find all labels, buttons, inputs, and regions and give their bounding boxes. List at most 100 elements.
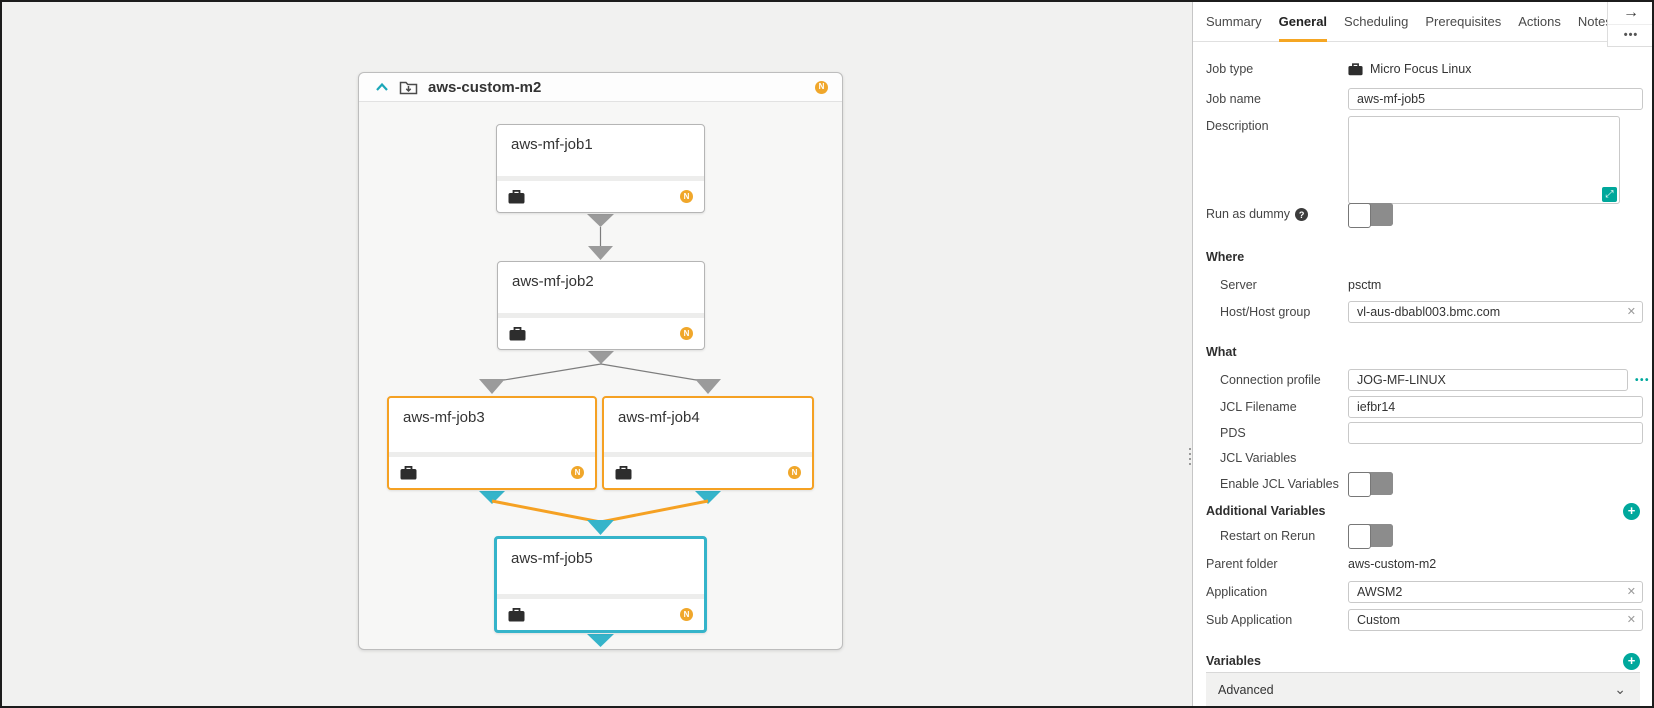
description-textarea[interactable] <box>1348 116 1620 204</box>
advanced-section-toggle[interactable]: Advanced ⌄ <box>1206 672 1640 706</box>
job-node-aws-mf-job5-selected[interactable]: aws-mf-job5 N <box>494 536 707 633</box>
tab-summary[interactable]: Summary <box>1206 14 1262 29</box>
folder-title: aws-custom-m2 <box>428 78 542 96</box>
tab-notes[interactable]: Notes <box>1577 14 1612 29</box>
arrowhead-job5 <box>587 520 614 535</box>
job-divider <box>498 313 704 318</box>
panel-tabbar: Summary General Scheduling Prerequisites… <box>1193 2 1652 47</box>
tab-actions[interactable]: Actions <box>1518 14 1561 29</box>
out-connector-job3 <box>479 491 505 504</box>
status-badge-n-icon: N <box>571 466 584 479</box>
folder-body: aws-mf-job1 N aws-mf-job2 <box>359 102 842 650</box>
job-name-label: aws-mf-job5 <box>511 550 593 567</box>
jcl-filename-label: JCL Filename <box>1220 400 1297 414</box>
server-value: psctm <box>1348 277 1382 292</box>
more-options-icon[interactable]: ••• <box>1623 29 1639 42</box>
tab-scheduling[interactable]: Scheduling <box>1344 14 1409 29</box>
restart-on-rerun-toggle[interactable] <box>1348 524 1393 549</box>
status-badge-n-icon: N <box>680 608 693 621</box>
application-input[interactable] <box>1348 581 1643 603</box>
enable-jcl-variables-label: Enable JCL Variables <box>1220 476 1339 491</box>
arrowhead-job3 <box>479 379 505 394</box>
connection-profile-label: Connection profile <box>1220 373 1321 387</box>
chevron-down-icon: ⌄ <box>1614 681 1626 697</box>
job-divider <box>497 594 704 599</box>
status-badge-n-icon: N <box>680 190 693 203</box>
job-divider <box>497 176 704 181</box>
advanced-label: Advanced <box>1218 682 1274 697</box>
job-node-aws-mf-job4[interactable]: aws-mf-job4 N <box>602 396 814 490</box>
parent-folder-label: Parent folder <box>1206 556 1278 571</box>
job-name-input[interactable] <box>1348 88 1643 110</box>
properties-panel: Summary General Scheduling Prerequisites… <box>1192 2 1652 706</box>
sub-application-label: Sub Application <box>1206 613 1293 627</box>
pds-label: PDS <box>1220 426 1246 440</box>
job-type-briefcase-icon <box>615 465 632 479</box>
arrowhead-job4 <box>695 379 721 394</box>
panel-utility-box: → ••• <box>1607 2 1652 47</box>
run-as-dummy-label: Run as dummy? <box>1206 207 1348 222</box>
job-name-label: aws-mf-job2 <box>512 273 594 290</box>
panel-content: Job type Micro Focus Linux Job name Desc… <box>1193 42 1652 706</box>
job-type-briefcase-icon <box>508 189 525 203</box>
what-section-header: What <box>1206 345 1237 359</box>
job-name-label: aws-mf-job4 <box>618 409 700 426</box>
server-label: Server <box>1220 277 1257 292</box>
folder-container-aws-custom-m2[interactable]: aws-custom-m2 N <box>358 72 843 650</box>
add-variable-button[interactable]: + <box>1623 652 1640 670</box>
folder-icon <box>399 81 418 94</box>
add-additional-variable-button[interactable]: + <box>1623 502 1640 520</box>
connection-profile-input[interactable] <box>1348 369 1628 391</box>
job-type-briefcase-icon <box>508 607 525 621</box>
expand-editor-icon[interactable]: ⤢ <box>1602 187 1617 202</box>
job-type-briefcase-icon <box>509 326 526 340</box>
folder-header[interactable]: aws-custom-m2 N <box>359 73 842 102</box>
clear-host-icon[interactable]: ✕ <box>1626 305 1636 318</box>
description-label: Description <box>1206 119 1269 133</box>
host-group-label: Host/Host group <box>1220 305 1311 319</box>
job-name-label: aws-mf-job1 <box>511 136 593 153</box>
help-icon[interactable]: ? <box>1295 208 1309 222</box>
job-divider <box>389 452 595 457</box>
additional-variables-header: Additional Variables + <box>1206 500 1640 522</box>
out-connector-job2 <box>588 351 614 364</box>
job-node-aws-mf-job3[interactable]: aws-mf-job3 N <box>387 396 597 490</box>
workflow-canvas[interactable]: aws-custom-m2 N <box>2 2 1191 706</box>
out-connector-job5 <box>587 634 614 647</box>
job-type-value: Micro Focus Linux <box>1348 62 1471 76</box>
job-divider <box>604 452 812 457</box>
jcl-filename-input[interactable] <box>1348 396 1643 418</box>
tab-prerequisites[interactable]: Prerequisites <box>1425 14 1502 29</box>
pds-input[interactable] <box>1348 422 1643 444</box>
job-type-briefcase-icon <box>400 465 417 479</box>
tab-general[interactable]: General <box>1278 2 1328 42</box>
status-badge-n-icon: N <box>680 327 693 340</box>
status-badge-n-icon: N <box>815 80 828 94</box>
run-as-dummy-toggle[interactable] <box>1348 202 1393 228</box>
job-node-aws-mf-job2[interactable]: aws-mf-job2 N <box>497 261 705 350</box>
job-type-label: Job type <box>1206 62 1254 76</box>
panel-splitter-handle[interactable] <box>1188 446 1197 474</box>
clear-application-icon[interactable]: ✕ <box>1626 585 1636 598</box>
application-label: Application <box>1206 585 1268 599</box>
restart-on-rerun-label: Restart on Rerun <box>1220 528 1316 543</box>
arrowhead-job2 <box>588 246 613 260</box>
enable-jcl-variables-toggle[interactable] <box>1348 472 1393 497</box>
host-group-input[interactable] <box>1348 301 1643 323</box>
browse-connection-profiles-icon[interactable]: ••• <box>1635 374 1651 386</box>
dependency-edges <box>479 214 721 647</box>
sub-application-input[interactable] <box>1348 609 1643 631</box>
job-name-label: Job name <box>1206 92 1261 106</box>
job-type-briefcase-icon <box>1348 62 1363 75</box>
out-connector-job4 <box>695 491 721 504</box>
variables-header: Variables + <box>1206 650 1640 672</box>
jcl-variables-label: JCL Variables <box>1220 451 1297 465</box>
clear-sub-application-icon[interactable]: ✕ <box>1626 613 1636 626</box>
out-connector-job1 <box>587 214 614 227</box>
job-node-aws-mf-job1[interactable]: aws-mf-job1 N <box>496 124 705 213</box>
parent-folder-value: aws-custom-m2 <box>1348 556 1437 571</box>
open-in-new-arrow-icon[interactable]: → <box>1608 2 1652 25</box>
job-name-label: aws-mf-job3 <box>403 409 485 426</box>
collapse-chevron-icon[interactable] <box>375 82 389 92</box>
